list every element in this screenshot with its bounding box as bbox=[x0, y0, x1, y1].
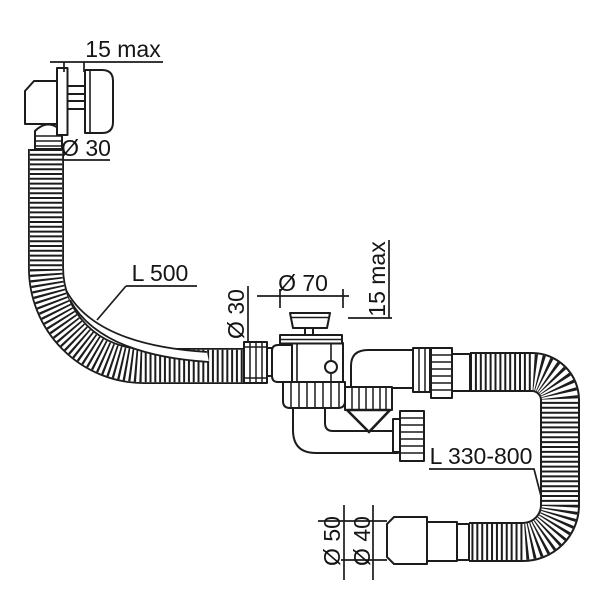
outlet-outer-pipe bbox=[386, 516, 428, 565]
hose-smooth-band bbox=[66, 290, 209, 362]
overflow-stem-top bbox=[66, 85, 86, 95]
outlet-hose bbox=[469, 352, 580, 562]
outlet-inner-diameter-label: Ø 40 bbox=[349, 516, 375, 566]
dimension-outlet-diameters: Ø 50 Ø 40 bbox=[318, 505, 387, 580]
overflow-hose-length-label: L 500 bbox=[132, 260, 189, 286]
outlet-elbow bbox=[350, 349, 415, 390]
ball-detail bbox=[324, 360, 338, 374]
overflow-diameter-label: Ø 30 bbox=[61, 135, 111, 161]
trap-pipe-collar bbox=[392, 418, 401, 453]
dimension-overflow-thickness: 15 max bbox=[50, 36, 163, 72]
overflow-cap bbox=[84, 69, 114, 134]
dimension-drain-flange-diameter: Ø 70 bbox=[257, 270, 349, 308]
dimension-drain-inlet-diameter: Ø 30 bbox=[223, 286, 249, 342]
overflow-stem-bottom bbox=[66, 100, 86, 110]
overflow-hose bbox=[28, 149, 246, 384]
outlet-collar bbox=[456, 523, 470, 561]
overflow-thickness-label: 15 max bbox=[85, 36, 161, 62]
dimension-overflow-diameter: Ø 30 bbox=[61, 135, 111, 161]
dimension-overflow-hose-length: L 500 bbox=[96, 260, 197, 321]
drain-thickness-label: 15 max bbox=[364, 241, 390, 317]
dimension-annotations: 15 max Ø 30 L 500 Ø 70 Ø 30 15 max bbox=[50, 36, 542, 580]
outlet-hose-end bbox=[451, 353, 471, 392]
side-inlet bbox=[271, 344, 293, 383]
drain-assembly bbox=[243, 312, 471, 462]
outlet-inner-pipe bbox=[426, 521, 458, 562]
plug-stem bbox=[304, 327, 314, 336]
overflow-flange bbox=[56, 67, 69, 136]
overflow-elbow-body bbox=[24, 80, 58, 125]
overflow-fitting bbox=[24, 67, 114, 150]
outlet-fitting bbox=[386, 516, 470, 565]
dimension-drain-thickness: 15 max bbox=[348, 240, 392, 319]
dimension-outlet-hose-length: L 330-800 bbox=[429, 443, 542, 497]
outlet-hose-length-label: L 330-800 bbox=[430, 443, 533, 469]
overflow-pipe-threads bbox=[36, 135, 61, 147]
drain-inlet-diameter-label: Ø 30 bbox=[223, 289, 249, 339]
drain-plug bbox=[289, 312, 331, 329]
union-collar bbox=[412, 347, 431, 393]
check-valve-cone bbox=[345, 408, 392, 434]
drain-lock-nut bbox=[282, 381, 346, 409]
outlet-outer-diameter-label: Ø 50 bbox=[319, 516, 345, 566]
drain-flange-diameter-label: Ø 70 bbox=[278, 270, 328, 296]
